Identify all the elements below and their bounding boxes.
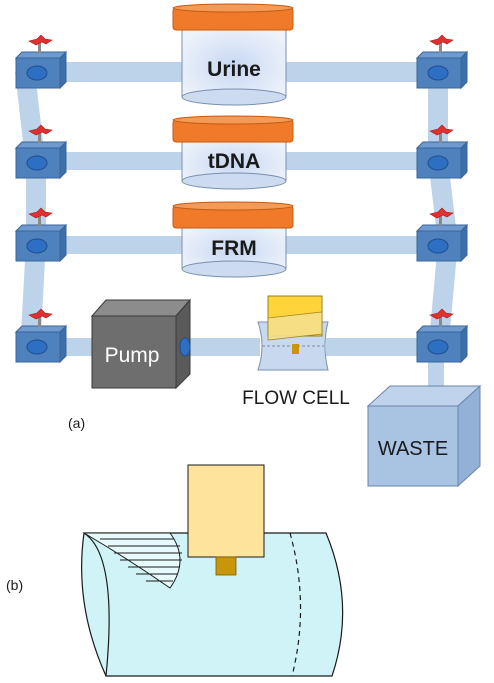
- reservoir-urine: Urine: [172, 3, 294, 106]
- valve-frm-right[interactable]: [416, 207, 468, 262]
- flow-cell-label: FLOW CELL: [242, 388, 350, 409]
- panel-b-caption: (b): [6, 577, 23, 593]
- valve-urine-right[interactable]: [416, 34, 468, 89]
- tubing: [15, 62, 458, 394]
- reservoir-tdna-label: tDNA: [208, 150, 261, 173]
- reservoir-urine-label: Urine: [207, 58, 261, 81]
- reservoir-frm: FRM: [172, 201, 294, 278]
- pump: Pump: [90, 298, 192, 390]
- waste-container: WASTE: [366, 384, 482, 488]
- waste-label: WASTE: [378, 438, 448, 460]
- panel-a-caption: (a): [68, 415, 85, 431]
- reservoir-frm-label: FRM: [211, 237, 257, 260]
- flow-cell-detail: [81, 464, 344, 677]
- valve-waste-right[interactable]: [416, 308, 468, 363]
- valve-tdna-right[interactable]: [416, 124, 468, 179]
- reservoir-tdna: tDNA: [172, 115, 294, 190]
- flow-cell: FLOW CELL: [242, 295, 350, 409]
- pump-label: Pump: [105, 344, 160, 367]
- valve-frm-left[interactable]: [15, 207, 67, 262]
- valve-urine-left[interactable]: [15, 34, 67, 89]
